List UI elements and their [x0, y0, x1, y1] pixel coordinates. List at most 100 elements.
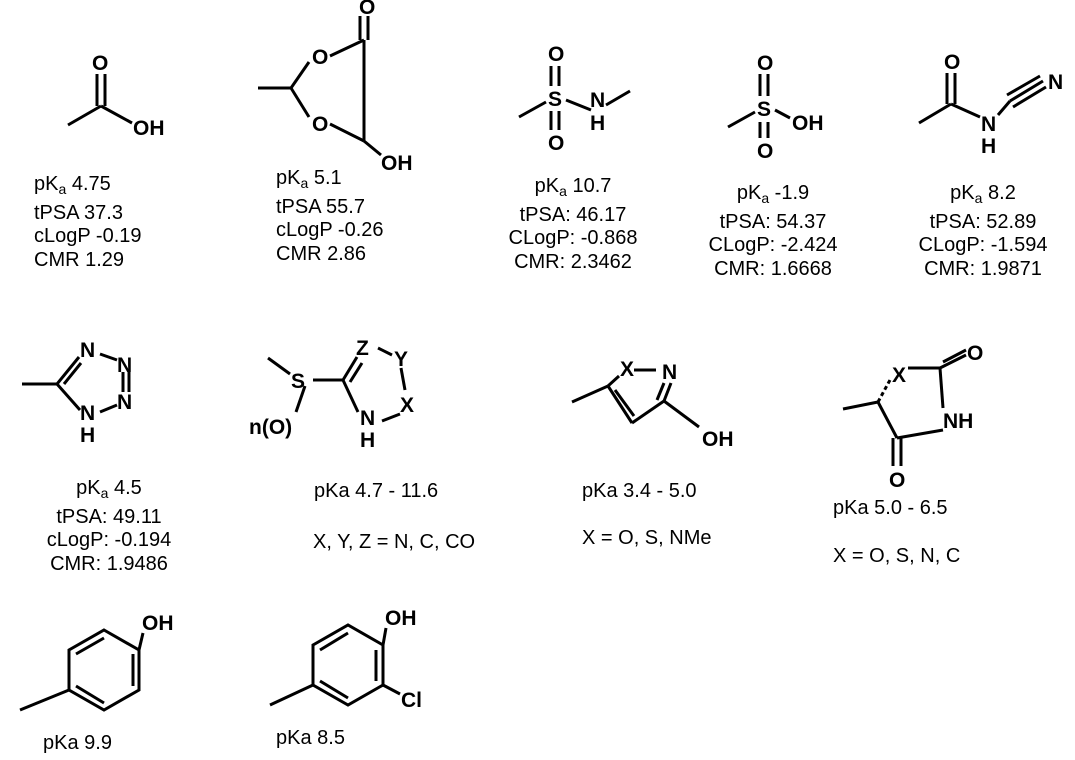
clogp: CLogP: -0.868 [508, 227, 638, 249]
structure-tetrazole: N N N N H [22, 339, 132, 447]
bond [341, 379, 360, 413]
atom-label: OH [702, 428, 734, 451]
bond [137, 632, 145, 651]
bond [319, 679, 349, 700]
bond [19, 688, 70, 712]
atom-label: O [548, 43, 564, 66]
clogp: CLogP: -2.424 [708, 234, 838, 256]
bond [99, 352, 118, 362]
ring [67, 628, 141, 712]
bond [381, 627, 388, 646]
pka: pKa 4.75 [34, 173, 111, 197]
bond [1012, 85, 1047, 109]
bond [606, 385, 634, 424]
bond [294, 385, 307, 413]
atom-label: O [312, 113, 328, 136]
pka: pKa 5.1 [276, 167, 342, 191]
pka: pKa 9.9 [43, 732, 112, 754]
atom-label: n(O) [249, 416, 292, 439]
structure-chlorocresol: OH Cl [269, 607, 422, 712]
bond [377, 346, 393, 357]
atom-label: O [312, 46, 328, 69]
note: X = O, S, NMe [582, 527, 712, 549]
atom-label: N [360, 407, 375, 430]
atom-label: N [662, 361, 677, 384]
structure-sulfonic-acid: O S O OH [727, 52, 824, 163]
atom-label: Cl [401, 689, 422, 712]
atom-label: O [548, 132, 564, 155]
bond [269, 683, 314, 707]
bond [329, 122, 365, 143]
bond [950, 102, 981, 119]
bond [918, 102, 952, 125]
atom-label: OH [385, 607, 417, 630]
cmr: CMR: 1.9871 [924, 257, 1042, 280]
bond [100, 104, 133, 125]
bond [319, 631, 349, 652]
note-sulfur-heterocycle: X, Y, Z = N, C, CO [313, 531, 475, 555]
structure-p-cresol: OH [19, 612, 174, 712]
atom-label: O [92, 52, 108, 75]
clogp: cLogP: -0.194 [46, 529, 172, 551]
bond [381, 412, 401, 423]
atom-label: H [80, 424, 95, 447]
bond [348, 362, 364, 383]
pka: pKa 5.0 - 6.5 [833, 497, 948, 519]
props-dioxinone: pKa 5.1 tPSA 55.7 cLogP -0.26 CMR 2.86 [276, 167, 384, 266]
atom-label: H [360, 429, 375, 452]
props-sulfonamide: pKa 10.7 tPSA: 46.17 CLogP: -0.868 CMR: … [509, 175, 638, 274]
bond [655, 382, 666, 401]
bond [75, 636, 105, 656]
atom-label: N [590, 89, 605, 112]
props-acylcyanamide: pKa 8.2 tPSA: 52.89 CLogP: -1.594 CMR: 1… [919, 182, 1048, 281]
atom-label: O [967, 342, 983, 365]
bond [329, 38, 365, 58]
bond [774, 108, 791, 120]
bond [942, 348, 967, 364]
pka: pKa 10.7 [534, 175, 612, 199]
bond [518, 100, 547, 119]
bond [938, 367, 945, 409]
props-p-cresol: pKa 9.9 [43, 732, 112, 756]
atom-label: O [757, 140, 773, 163]
atom-label: N [80, 402, 95, 425]
bond [55, 356, 81, 385]
bond [341, 356, 359, 381]
props-sulfonic-acid: pKa -1.9 tPSA: 54.37 CLogP: -2.424 CMR: … [709, 182, 838, 281]
atom-label: O [944, 51, 960, 74]
atom-label: N [80, 339, 95, 362]
tpsa: tPSA: 54.37 [719, 210, 827, 233]
atom-label: NH [943, 410, 973, 433]
atom-label: OH [142, 612, 174, 635]
bond [613, 389, 636, 417]
atom-label: Z [356, 337, 369, 360]
props-sulfur-heterocycle: pKa 4.7 - 11.6 [314, 480, 438, 504]
clogp: cLogP -0.19 [34, 225, 142, 247]
pka: pKa 8.5 [276, 727, 345, 749]
pka: pKa 4.5 [76, 477, 142, 501]
clogp: CLogP: -1.594 [918, 234, 1048, 256]
atom-label: S [291, 370, 305, 393]
structure-dioxinone: O O O OH [258, 0, 413, 175]
pka: pKa 3.4 - 5.0 [582, 480, 697, 502]
note-imide: X = O, S, N, C [833, 545, 960, 569]
structure-imide: X O NH O [842, 342, 983, 492]
structure-acylcyanamide: O N H N [918, 51, 1063, 158]
bond [896, 428, 944, 440]
atom-label: N [117, 354, 132, 377]
bond [289, 87, 311, 118]
bond [363, 139, 382, 157]
atom-label: O [757, 52, 773, 75]
cmr: CMR: 1.6668 [714, 257, 832, 280]
bond [996, 100, 1012, 116]
structure-acetic-acid: O OH [67, 52, 165, 140]
atom-label: N [1048, 71, 1063, 94]
cmr: CMR: 2.3462 [514, 250, 632, 273]
cmr: CMR 2.86 [276, 242, 367, 265]
atom-label: OH [133, 117, 165, 140]
bond [939, 353, 967, 370]
note-hydroxy-isoxazole: X = O, S, NMe [582, 527, 711, 551]
atom-label: S [548, 88, 562, 111]
clogp: cLogP -0.26 [276, 219, 384, 241]
